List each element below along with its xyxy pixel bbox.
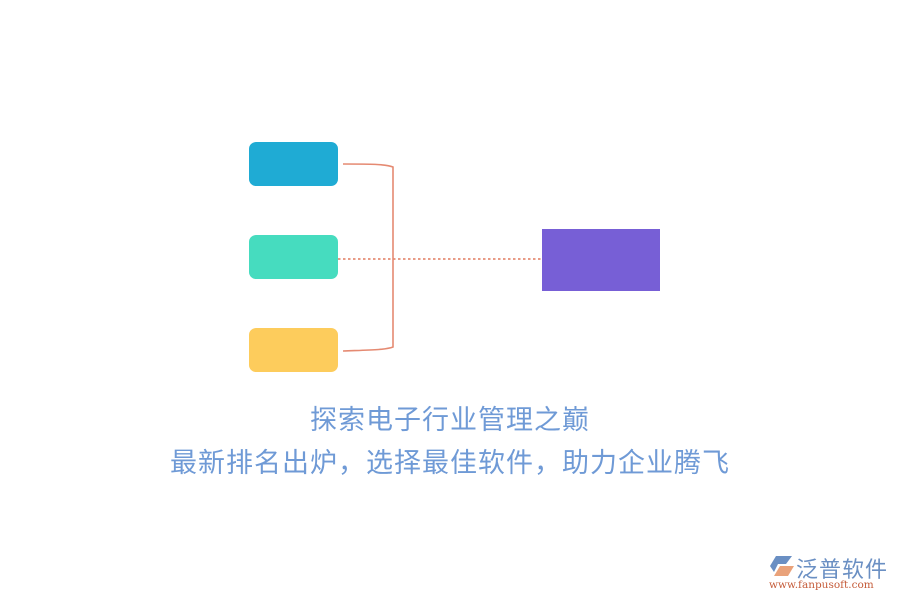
node-blue	[249, 142, 338, 186]
caption-line-2: 最新排名出炉，选择最佳软件，助力企业腾飞	[170, 448, 730, 479]
caption-line-1: 探索电子行业管理之巅	[310, 405, 590, 436]
node-teal	[249, 235, 338, 279]
fanpu-logo-icon	[770, 556, 794, 576]
watermark-logo: 泛普软件 www.fanpusoft.com	[766, 552, 896, 592]
brand-url: www.fanpusoft.com	[769, 579, 874, 591]
brand-name: 泛普软件	[796, 558, 889, 583]
bracket-connector	[342, 163, 394, 352]
node-purple	[542, 229, 660, 291]
node-yellow	[249, 328, 338, 372]
